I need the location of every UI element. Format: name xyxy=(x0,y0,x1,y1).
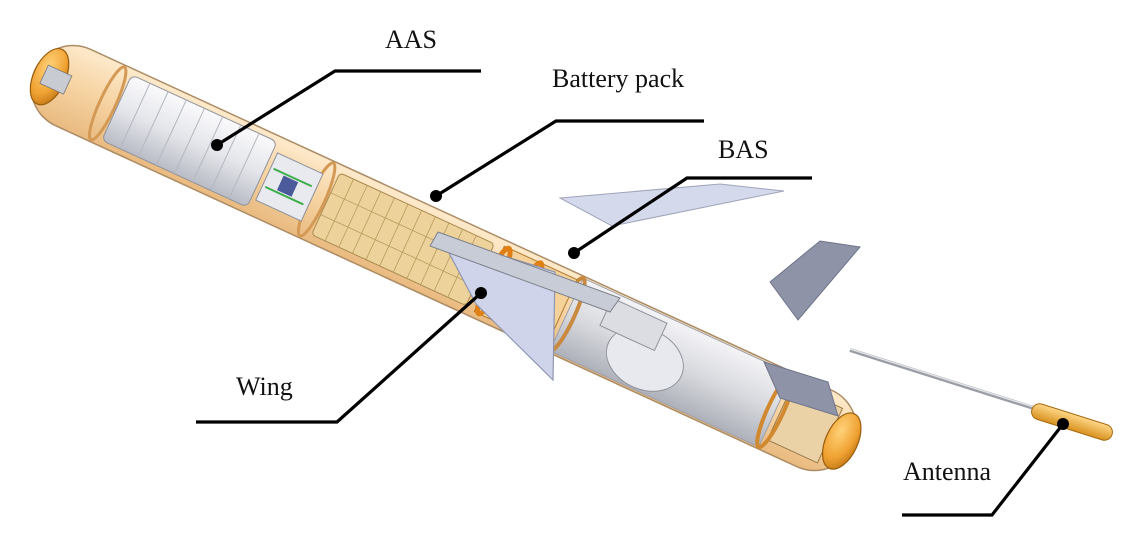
label-battery-pack: Battery pack xyxy=(552,64,685,93)
label-wing: Wing xyxy=(236,372,293,401)
rear-internal-frame xyxy=(599,297,668,352)
leader-dot-battery xyxy=(430,190,442,202)
leader-dot-antenna xyxy=(1057,418,1069,430)
tail-fin-bottom xyxy=(763,361,839,417)
tail-fin-top xyxy=(769,240,861,321)
wing-right xyxy=(558,183,785,227)
nose-cap-bracket xyxy=(39,64,73,95)
leader-wing xyxy=(196,291,483,424)
leader-dot-aas xyxy=(211,139,223,151)
bulkhead-ring-1 xyxy=(87,65,128,142)
antenna-rod xyxy=(849,348,1041,412)
glider-body xyxy=(29,44,862,472)
leader-lines xyxy=(196,69,1065,517)
leader-dots xyxy=(211,139,1069,430)
leader-bas xyxy=(573,176,812,255)
wing-mount-plate xyxy=(429,231,621,313)
tail-cap xyxy=(821,412,862,470)
label-bas: BAS xyxy=(718,135,769,164)
label-aas: AAS xyxy=(385,25,438,54)
leader-aas xyxy=(216,69,481,147)
antenna-tip xyxy=(1031,403,1113,441)
aas-cylinder-ribs xyxy=(119,83,260,200)
leader-antenna xyxy=(902,423,1065,517)
leader-dot-bas xyxy=(568,247,580,259)
aas-electronics-module xyxy=(276,175,299,197)
leader-battery xyxy=(435,119,704,198)
leader-dot-wing xyxy=(475,287,487,299)
label-antenna: Antenna xyxy=(903,457,992,486)
